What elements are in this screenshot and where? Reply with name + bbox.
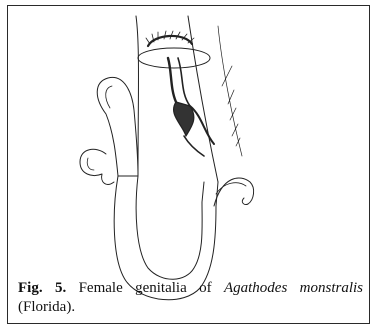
figure-caption: Fig. 5. Female genitalia of Agathodes mo… <box>18 279 363 317</box>
caption-text: Female genitalia of <box>79 280 212 296</box>
appendix-bursae <box>80 149 114 184</box>
ductus-seminalis-inner <box>216 183 246 194</box>
appendix-detail <box>87 158 94 170</box>
antrum-right-wall <box>188 16 218 182</box>
corpus-bursae-inner <box>106 86 112 108</box>
genitalia-drawing <box>8 6 369 323</box>
corpus-bursae <box>97 77 138 176</box>
locality: (Florida). <box>18 299 75 315</box>
species-name: Agathodes monstralis <box>224 280 363 296</box>
ostium-ring <box>138 48 210 68</box>
figure-label: Fig. 5. <box>18 280 66 296</box>
ductus-seminalis <box>214 178 254 206</box>
ostium-setae <box>148 36 192 46</box>
sclerite-upper <box>168 58 176 102</box>
ductus-outline-inner <box>136 176 204 279</box>
figure-frame: Fig. 5. Female genitalia of Agathodes mo… <box>7 5 370 324</box>
